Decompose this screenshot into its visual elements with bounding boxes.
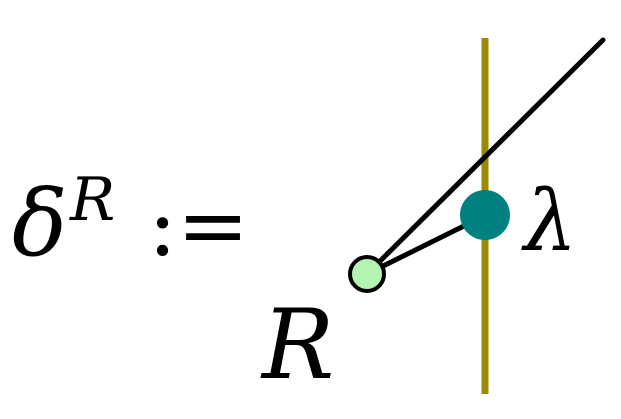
root-label: R — [260, 289, 334, 401]
root-marker — [348, 255, 386, 293]
diagonal-edge — [364, 37, 606, 277]
formula-operator: := — [148, 176, 249, 276]
formula: δ R := — [12, 165, 249, 277]
node-label: λ — [521, 172, 577, 270]
formula-symbol: δ — [12, 170, 67, 277]
node-lambda-marker — [460, 190, 510, 240]
formula-superscript: R — [69, 165, 115, 235]
